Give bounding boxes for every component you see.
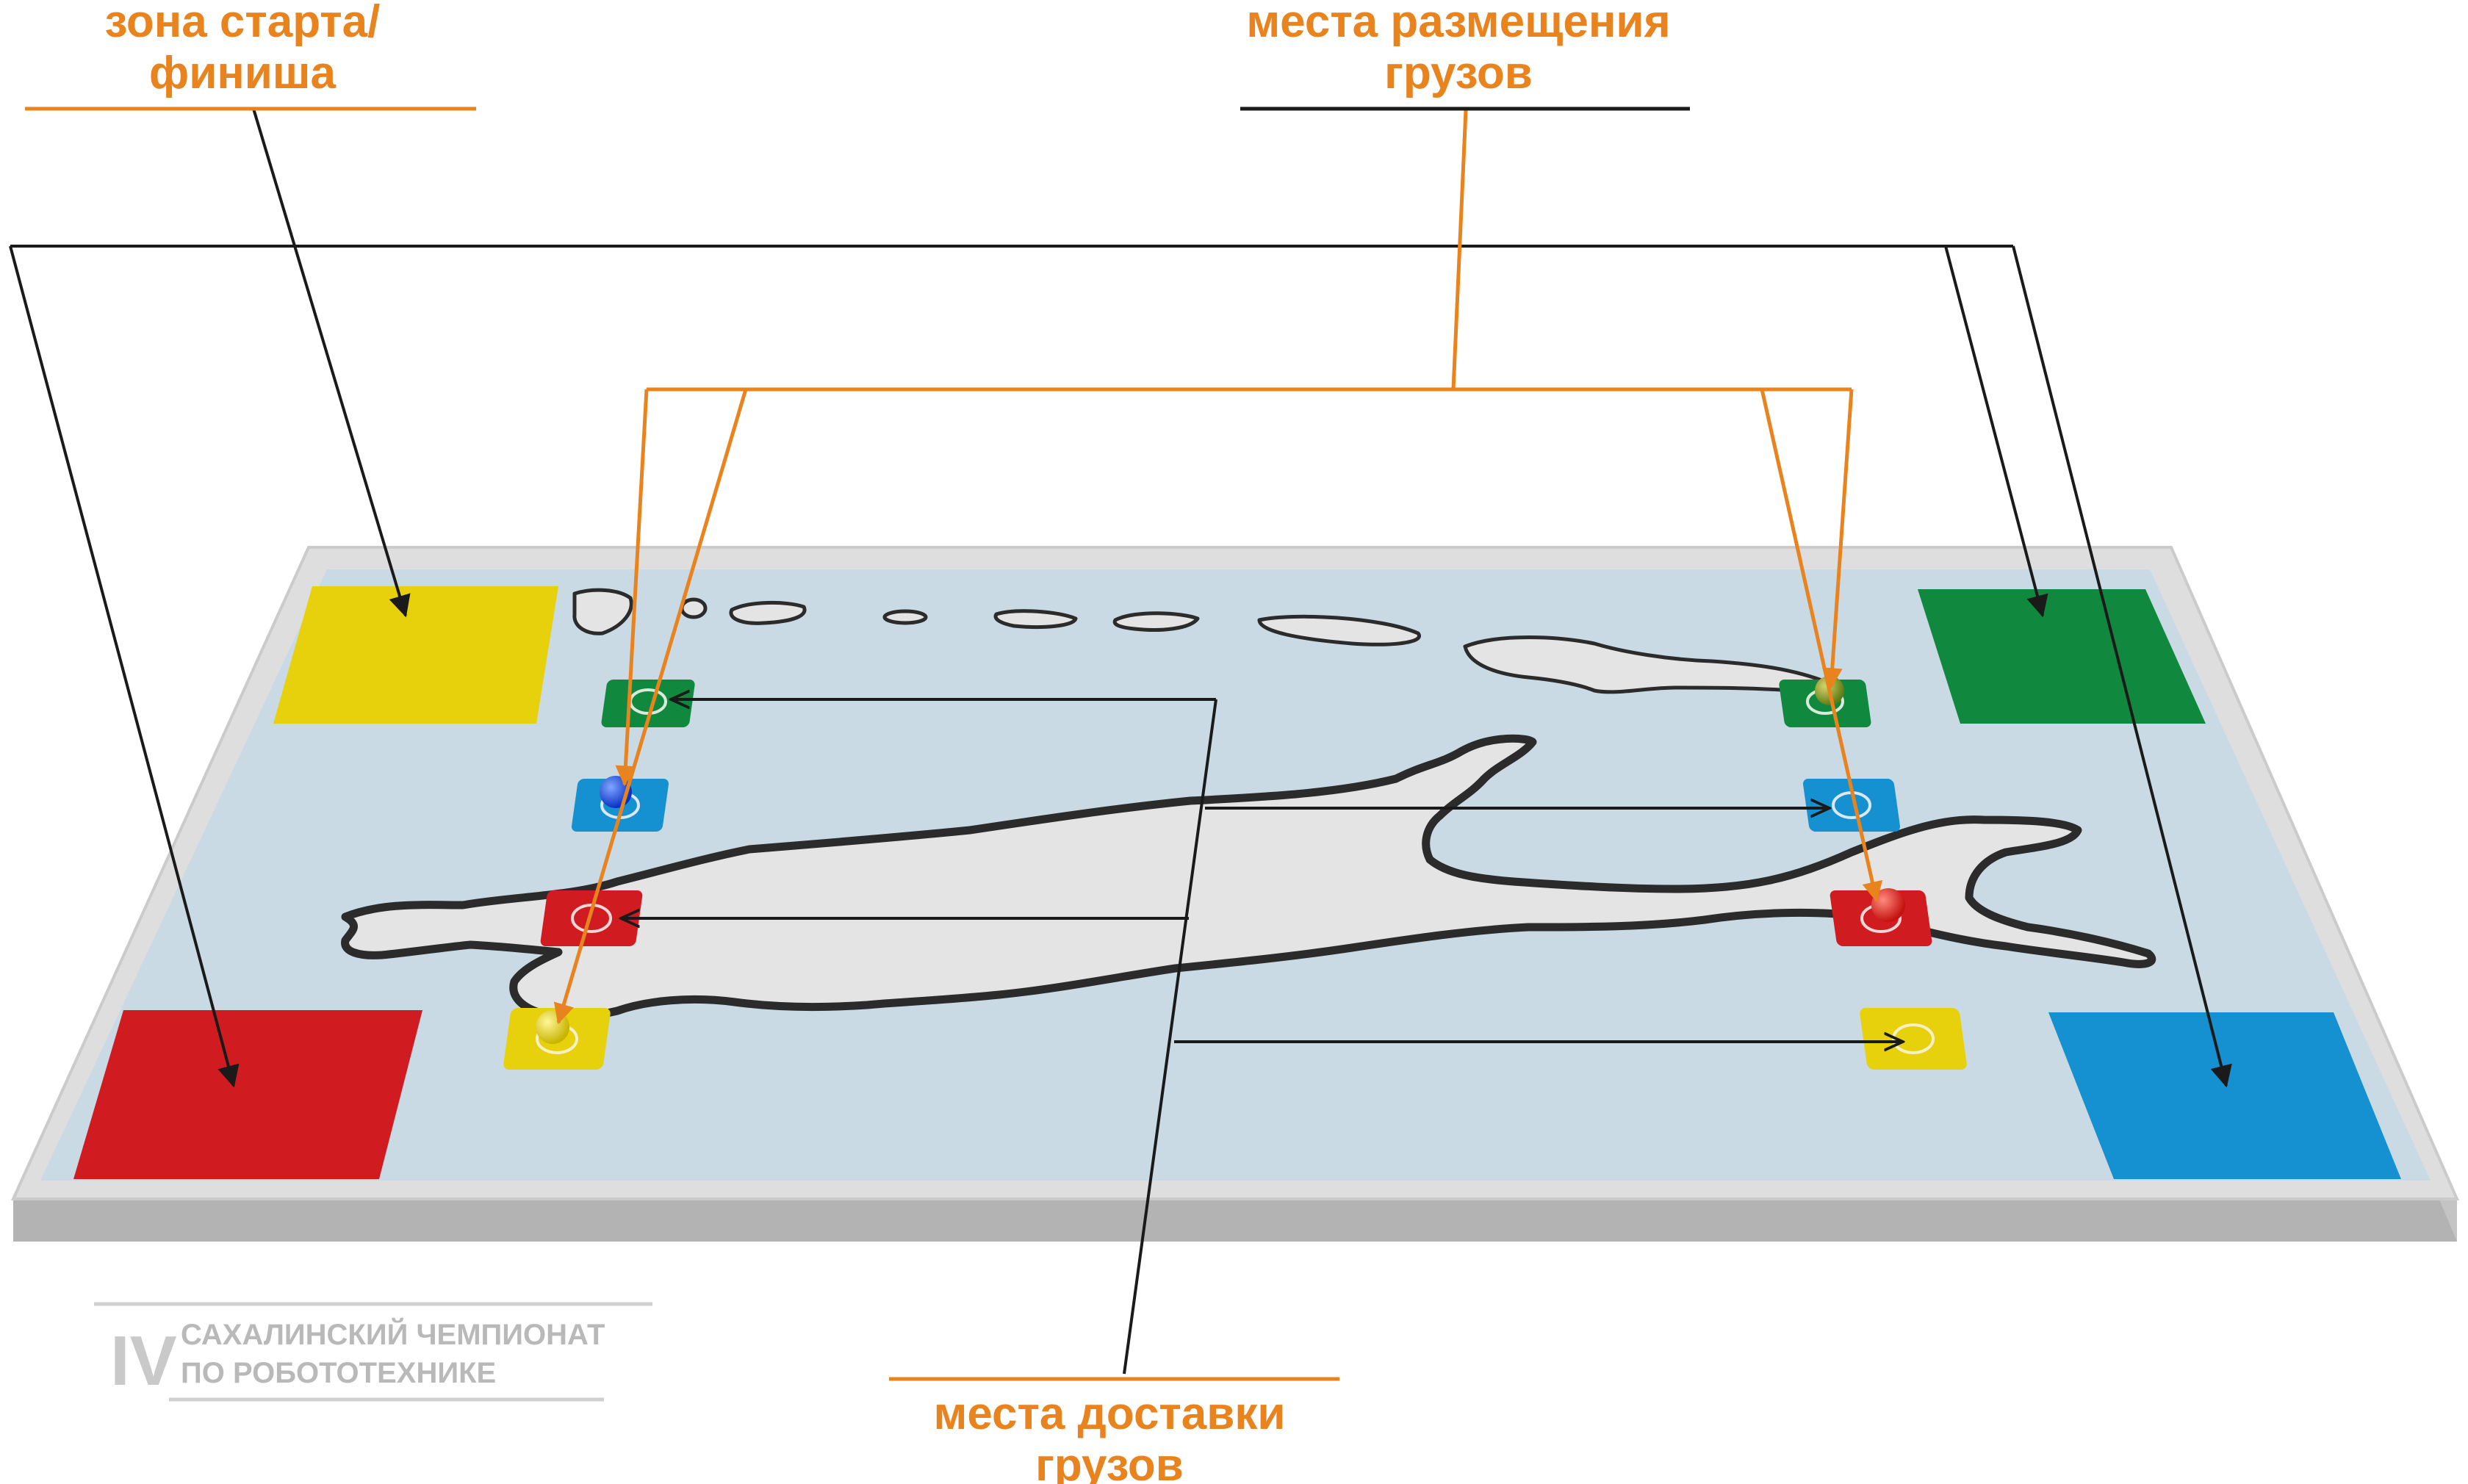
label-start-finish-line1: зона старта/ [105,0,381,47]
label-delivery-line2: грузов [1035,1440,1184,1484]
label-start-finish: зона старта/ финиша [25,0,476,111]
start-finish-zones [73,586,2401,1179]
map-islands [341,588,2156,1021]
logo-line2: ПО РОБОТОТЕХНИКЕ [181,1357,496,1389]
start-zone-blue [2048,1012,2401,1179]
start-finish-connectors [9,108,2232,1088]
cargo-ball-yellow [536,1010,569,1044]
logo-line1: САХАЛИНСКИЙ ЧЕМПИОНАТ [181,1317,605,1351]
start-zone-red [73,1010,422,1179]
label-placement: места размещения грузов [1240,0,1690,111]
label-placement-line2: грузов [1384,48,1533,98]
championship-logo: IV САХАЛИНСКИЙ ЧЕМПИОНАТ ПО РОБОТОТЕХНИК… [94,1302,652,1402]
label-delivery-line1: места доставки [933,1388,1285,1439]
label-delivery: места доставки грузов [889,1377,1339,1484]
delivery-connectors [621,699,1903,1375]
start-zone-yellow [273,586,558,724]
pad-yellow-right [1860,1008,1967,1070]
start-zone-green [1918,589,2206,724]
label-start-finish-line2: финиша [149,48,337,98]
label-placement-line1: места размещения [1246,0,1670,47]
logo-roman-numeral: IV [110,1322,177,1400]
placement-connectors [553,109,1883,1025]
